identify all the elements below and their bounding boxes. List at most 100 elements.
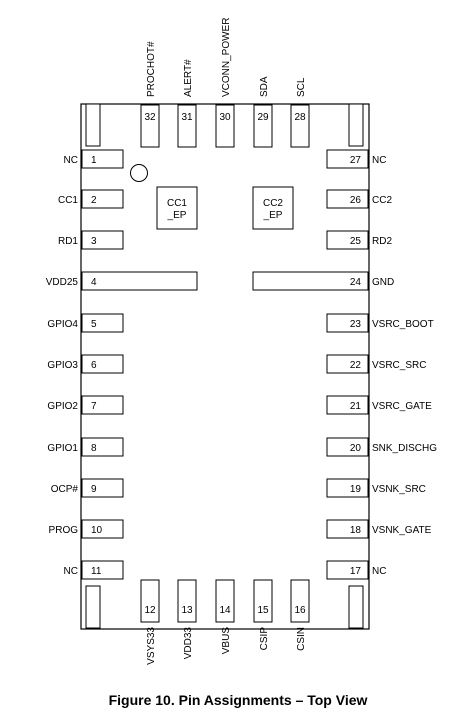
pin-label: SCL	[296, 77, 307, 97]
pin-label: GPIO3	[47, 360, 78, 371]
pin-number: 15	[257, 605, 269, 616]
pin-pad	[290, 104, 310, 148]
pin-number: 22	[350, 360, 362, 371]
pin-label: VCONN_POWER	[221, 18, 232, 97]
pin-label: CSIP	[259, 627, 270, 651]
pin-number: 13	[181, 605, 193, 616]
pin-label: NC	[64, 566, 78, 577]
pin-label: CSIN	[296, 627, 307, 651]
pin-28: 28 SCL	[290, 77, 310, 148]
pin-number: 19	[350, 484, 362, 495]
pin-pad	[81, 560, 124, 580]
pin-number: 26	[350, 195, 362, 206]
exposed-pad-cc2-line1: CC2	[263, 198, 283, 209]
pin-11: 11 NC	[64, 560, 124, 580]
pin-label: VSNK_GATE	[372, 525, 432, 536]
pin-pad	[326, 395, 369, 415]
pin-number: 3	[91, 236, 97, 247]
pin-pad	[326, 313, 369, 333]
pin-pad	[326, 149, 369, 169]
pin-number: 24	[350, 277, 362, 288]
pin-number: 32	[144, 112, 156, 123]
pin-24: 24 GND	[252, 271, 394, 291]
pin-label: PROCHOT#	[146, 41, 157, 97]
pin-pad	[177, 104, 197, 148]
package-outline	[80, 103, 370, 630]
pin-number: 31	[181, 112, 193, 123]
pin-number: 28	[294, 112, 306, 123]
pin-pad	[140, 104, 160, 148]
pin-number: 2	[91, 195, 97, 206]
pin-pad	[215, 104, 235, 148]
pin-number: 27	[350, 155, 362, 166]
pin-label: VSYS33	[146, 627, 157, 665]
pin-pad	[140, 579, 160, 623]
pin-pad	[326, 478, 369, 498]
pin-label: VSRC_GATE	[372, 401, 432, 412]
pin-pad	[81, 230, 124, 250]
pin-number: 21	[350, 401, 362, 412]
pin-number: 17	[350, 566, 362, 577]
exposed-pad-cc2: CC2 _EP	[252, 186, 294, 230]
pin-label: RD2	[372, 236, 392, 247]
pin-pad	[326, 560, 369, 580]
pin-label: GND	[372, 277, 394, 288]
pin-label: VSRC_BOOT	[372, 319, 434, 330]
exposed-pad-cc1-line1: CC1	[167, 198, 187, 209]
pin-number: 9	[91, 484, 97, 495]
corner-pin-bottom-left	[85, 585, 101, 629]
pin-label: PROG	[49, 525, 79, 536]
pin-number: 6	[91, 360, 97, 371]
pin-pad	[326, 519, 369, 539]
pin-label: GPIO2	[47, 401, 78, 412]
pin-label: SNK_DISCHG	[372, 443, 437, 454]
pin-21: 21 VSRC_GATE	[326, 395, 432, 415]
pin-pad	[326, 437, 369, 457]
pin-number: 10	[91, 525, 103, 536]
corner-pin-top-left	[85, 103, 101, 147]
pin-label: VDD33	[183, 627, 194, 660]
pin-18: 18 VSNK_GATE	[326, 519, 432, 539]
pin-pad	[253, 579, 273, 623]
pin-number: 7	[91, 401, 97, 412]
pin-pad	[290, 579, 310, 623]
figure-caption: Figure 10. Pin Assignments – Top View	[108, 692, 368, 708]
corner-pin-top-right	[348, 103, 364, 147]
pin-label: VSRC_SRC	[372, 360, 426, 371]
pin-number: 8	[91, 443, 97, 454]
pin-label: SDA	[259, 76, 270, 97]
pin-number: 11	[91, 566, 102, 577]
pin-22: 22 VSRC_SRC	[326, 354, 426, 374]
pin-label: VDD25	[46, 277, 79, 288]
pin-pad	[81, 354, 124, 374]
pin-6: 6 GPIO3	[47, 354, 124, 374]
pin-number: 16	[294, 605, 306, 616]
pin-1: 1NC	[64, 149, 124, 169]
pin-8: 8 GPIO1	[47, 437, 124, 457]
pin-pad	[326, 230, 369, 250]
pin-label: NC	[64, 155, 78, 166]
pin-pad	[177, 579, 197, 623]
pin-label: GPIO1	[47, 443, 78, 454]
pin-pad	[81, 313, 124, 333]
pin-number: 14	[219, 605, 231, 616]
pin-label: CC2	[372, 195, 392, 206]
pin-number: 18	[350, 525, 362, 536]
pin-number: 12	[144, 605, 156, 616]
pin-pad	[81, 189, 124, 209]
pin-pad	[252, 271, 369, 291]
